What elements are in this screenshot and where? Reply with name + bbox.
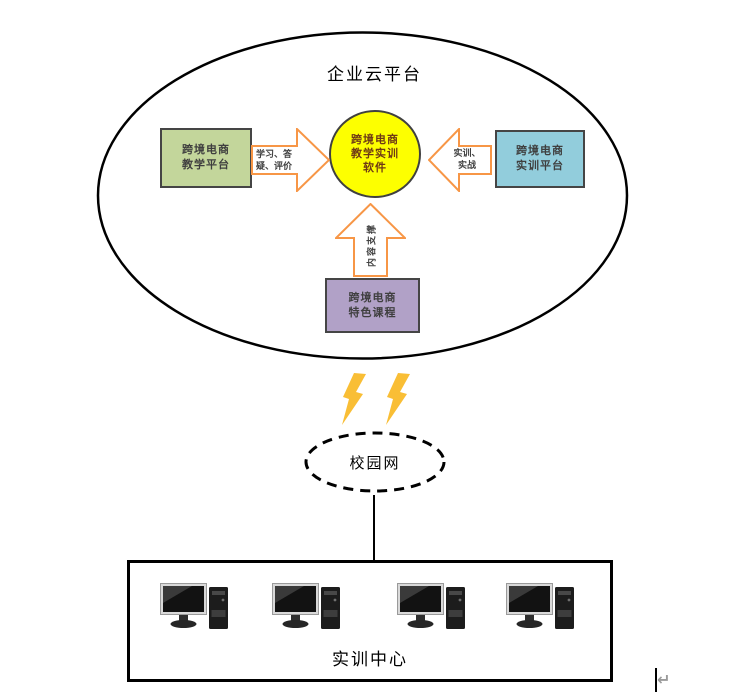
lightning-bolt-icon bbox=[342, 373, 366, 425]
training-software-label-line1: 跨境电商 bbox=[351, 134, 399, 146]
learning-arrow-label: 学习、答 疑、评价 bbox=[255, 149, 292, 171]
left-block-arrow-icon bbox=[428, 128, 492, 192]
training-software-label-line3: 软件 bbox=[363, 162, 387, 174]
practice-platform-label-line2: 实训平台 bbox=[516, 160, 564, 172]
up-block-arrow-icon bbox=[335, 203, 406, 277]
teaching-platform-label-line1: 跨境电商 bbox=[182, 144, 230, 156]
special-courses-box: 跨境电商 特色课程 bbox=[325, 278, 420, 333]
content-support-label-wrap: 内容支撑 bbox=[335, 203, 406, 277]
desktop-computer-icon bbox=[506, 583, 574, 629]
practice-platform-box: 跨境电商 实训平台 bbox=[495, 130, 585, 188]
content-support-label: 内容支撑 bbox=[366, 222, 377, 268]
lightning-bolt-icon bbox=[386, 373, 410, 425]
desktop-computer-icon bbox=[160, 583, 228, 629]
return-mark-icon: ↵ bbox=[657, 672, 671, 689]
practice-arrow-label: 实训、 实战 bbox=[453, 148, 481, 170]
training-center-box bbox=[127, 560, 613, 682]
training-software-circle: 跨境电商 教学实训 软件 bbox=[329, 110, 421, 198]
training-center-label: 实训中心 bbox=[332, 650, 408, 669]
network-to-center-connector bbox=[373, 495, 375, 561]
text-cursor bbox=[655, 668, 657, 692]
desktop-computer-icon bbox=[397, 583, 465, 629]
teaching-platform-box: 跨境电商 教学平台 bbox=[160, 128, 252, 188]
cloud-platform-title: 企业云平台 bbox=[327, 65, 422, 84]
desktop-computer-icon bbox=[272, 583, 340, 629]
campus-network-ellipse bbox=[304, 431, 446, 493]
special-courses-label-line1: 跨境电商 bbox=[348, 291, 397, 304]
special-courses-label-line2: 特色课程 bbox=[348, 306, 397, 319]
training-software-label-line2: 教学实训 bbox=[351, 148, 399, 160]
campus-network-label: 校园网 bbox=[349, 454, 401, 472]
teaching-platform-label-line2: 教学平台 bbox=[182, 159, 230, 171]
practice-platform-label-line1: 跨境电商 bbox=[516, 145, 564, 157]
right-block-arrow-icon bbox=[251, 128, 330, 192]
